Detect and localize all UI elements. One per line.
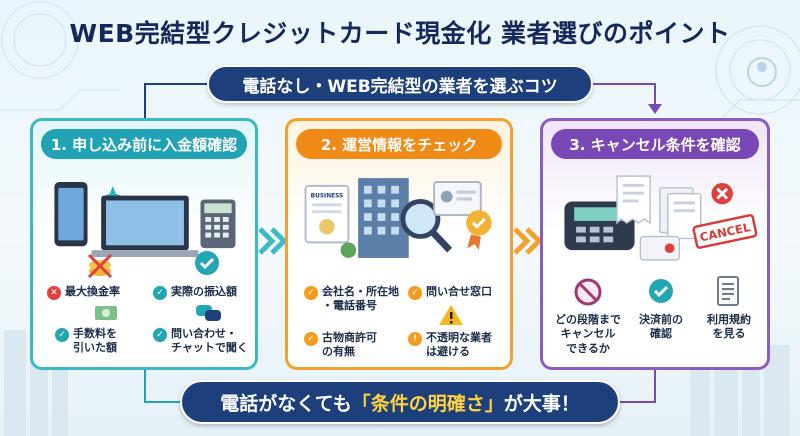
- prohibited-icon: [574, 278, 602, 306]
- pre-payment-check-text: 決済前の 確認: [639, 313, 683, 341]
- card-2-heading: 2. 運営情報をチェック: [296, 129, 502, 159]
- warning-badge-icon: !: [408, 332, 422, 346]
- cross-badge-icon: ✕: [47, 286, 61, 300]
- card-3-heading: 3. キャンセル条件を確認: [551, 129, 759, 159]
- item-after-fee: ✓ 手数料を 引いた額: [55, 327, 117, 356]
- check-circle-icon: [195, 251, 219, 275]
- page-title: WEB完結型クレジットカード現金化 業者選びのポイント: [69, 19, 731, 48]
- item-max-rate: ✕ 最大換金率: [47, 285, 120, 300]
- devices-illustration: [54, 181, 236, 257]
- document-icon: [717, 276, 739, 306]
- card-1-heading: 1. 申し込み前に入金額確認: [41, 129, 247, 159]
- card-deposit-check: 1. 申し込み前に入金額確認 ✕ 最大換金率 ✓ 実際の振込額: [30, 118, 258, 370]
- check-badge-icon: ✓: [153, 286, 167, 300]
- warning-icon: [439, 305, 463, 325]
- chat-bubbles-icon: [196, 305, 221, 321]
- card-cancel-conditions: 3. キャンセル条件を確認 CANCEL: [540, 118, 770, 370]
- item-antique-license: ✓ 古物商許可 の有無: [304, 331, 377, 360]
- business-doc-label: BUSINESS: [311, 194, 344, 200]
- cancel-stage-text: どの段階まで キャンセル できるか: [555, 313, 621, 355]
- check-badge-icon: ✓: [304, 332, 318, 346]
- building-illustration: BUSINESS: [304, 178, 492, 258]
- item-actual-deposit: ✓ 実際の振込額: [153, 285, 237, 300]
- cash-icon: [95, 306, 117, 320]
- check-badge-icon: ✓: [304, 286, 318, 300]
- card-operator-info: 2. 運営情報をチェック BUSINESS ✓ 会社名・所在地 ・電話番号: [285, 118, 513, 370]
- crossed-coins-icon: [87, 253, 113, 279]
- check-badge-icon: ✓: [408, 286, 422, 300]
- terms-of-use-text: 利用規約 を見る: [707, 313, 751, 341]
- check-icon: [649, 279, 673, 303]
- subtitle-banner: 電話なし・WEB完結型の業者を選ぶコツ: [207, 65, 593, 103]
- item-contact-window: ✓ 問い合せ窓口: [408, 285, 492, 300]
- item-avoid-opaque: ! 不透明な業者 は避ける: [408, 331, 492, 360]
- bottom-highlight: 「条件の明確さ」: [351, 392, 504, 415]
- bottom-banner: 電話がなくても「条件の明確さ」が大事！: [180, 380, 620, 424]
- arrow-right-icon: [513, 227, 543, 255]
- payment-terminal-illustration: CANCEL: [564, 175, 758, 261]
- item-ask-chat: ✓ 問い合わせ・ チャットで聞く: [153, 327, 248, 356]
- item-company-info: ✓ 会社名・所在地 ・電話番号: [304, 285, 399, 314]
- check-badge-icon: ✓: [153, 328, 167, 342]
- check-badge-icon: ✓: [55, 328, 69, 342]
- arrow-right-icon: [258, 227, 288, 255]
